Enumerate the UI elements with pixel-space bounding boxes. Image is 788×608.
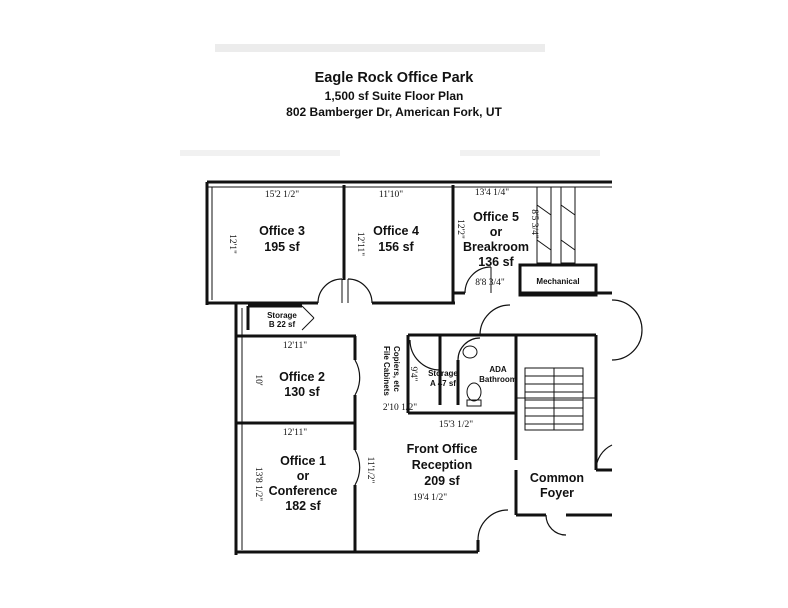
dim-reception-top: 15'3 1/2" [439, 420, 473, 430]
dim-office4-width: 11'10" [379, 190, 403, 200]
office5-line2: or [490, 225, 503, 239]
scan-artifacts [180, 44, 600, 156]
plan-address: 802 Bamberger Dr, American Fork, UT [286, 105, 502, 119]
stairs [524, 367, 584, 431]
reception-line2: Reception [412, 458, 472, 472]
file-cabinets-line1: File Cabinets [382, 346, 391, 396]
office3-name: Office 3 [259, 224, 305, 238]
ada-line2: Bathroom [479, 375, 517, 384]
dim-storage-a-depth: 9'4" [408, 366, 418, 381]
dim-office2-width: 12'11" [283, 341, 307, 351]
dim-office3-width: 15'2 1/2" [265, 190, 299, 200]
office1-area: 182 sf [285, 499, 321, 513]
office3-area: 195 sf [264, 240, 300, 254]
dim-office3-depth: 12'1" [227, 234, 237, 254]
plan-title: Eagle Rock Office Park [315, 70, 475, 86]
reception-line1: Front Office [407, 442, 478, 456]
reception-area: 209 sf [424, 474, 460, 488]
storage-a-line1: Storage [428, 369, 458, 378]
ada-line1: ADA [489, 365, 507, 374]
office1-line2: or [297, 469, 310, 483]
dim-office5-width: 13'4 1/4" [475, 188, 509, 198]
office4-area: 156 sf [378, 240, 414, 254]
file-cabinets-line2: Copiers, etc [392, 346, 401, 392]
dim-office1-depth: 13'8 1/2" [253, 467, 263, 501]
office5-line3: Breakroom [463, 240, 529, 254]
foyer-line1: Common [530, 471, 584, 485]
storage-b-line2: B 22 sf [269, 320, 296, 329]
storage-a-line2: A 47 sf [430, 379, 456, 388]
bathroom-fixtures [462, 345, 482, 407]
dim-storage-a-width: 2'10 1/2" [383, 403, 417, 413]
dim-office5-lower: 8'8 3/4" [475, 278, 505, 288]
office1-line3: Conference [269, 484, 338, 498]
plan-subtitle: 1,500 sf Suite Floor Plan [325, 89, 464, 103]
dim-office1-width: 12'11" [283, 428, 307, 438]
doors [317, 266, 643, 541]
dim-office2-depth: 10' [253, 374, 263, 386]
office5-line1: Office 5 [473, 210, 519, 224]
walls [205, 180, 612, 555]
dim-reception-side: 11'1/2" [365, 457, 375, 484]
dim-reception-bottom: 19'4 1/2" [413, 493, 447, 503]
dim-mechanical: 8'5 3/4" [529, 209, 539, 239]
office1-line1: Office 1 [280, 454, 326, 468]
office2-area: 130 sf [284, 385, 320, 399]
storage-b-line1: Storage [267, 311, 297, 320]
mechanical-label: Mechanical [536, 277, 579, 286]
foyer-line2: Foyer [540, 486, 574, 500]
office4-name: Office 4 [373, 224, 419, 238]
office5-area: 136 sf [478, 255, 514, 269]
dim-office5-depth: 12'2" [455, 219, 465, 239]
office2-name: Office 2 [279, 370, 325, 384]
dim-office4-depth: 12'11" [355, 232, 365, 256]
